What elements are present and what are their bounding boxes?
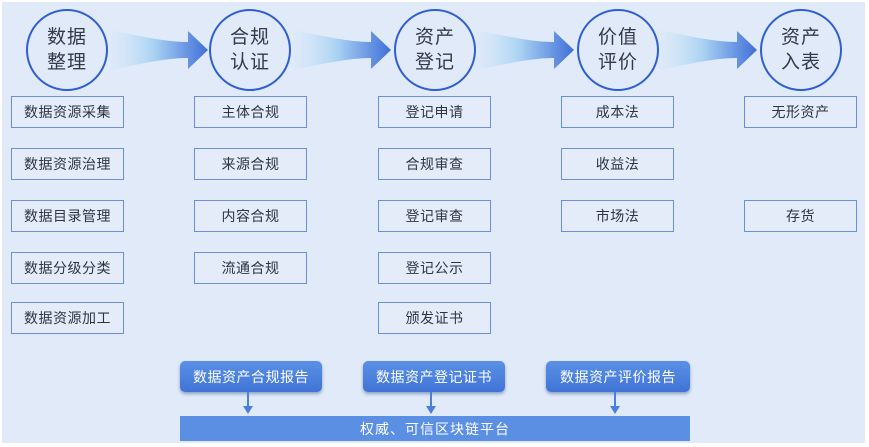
step-box: 登记审查 — [378, 200, 491, 232]
stage-circle-data-organize: 数据 整理 — [26, 9, 108, 91]
step-box: 登记申请 — [378, 96, 491, 128]
arrow-down-icon — [243, 392, 253, 414]
step-box: 无形资产 — [744, 96, 857, 128]
arrow-right-icon — [476, 30, 574, 70]
step-box: 合规审查 — [378, 148, 491, 180]
step-box: 主体合规 — [194, 96, 307, 128]
step-box: 颁发证书 — [378, 302, 491, 334]
step-box: 登记公示 — [378, 252, 491, 284]
registration-certificate-button[interactable]: 数据资产登记证书 — [363, 361, 505, 392]
step-box: 数据分级分类 — [11, 252, 124, 284]
evaluation-report-button[interactable]: 数据资产评价报告 — [546, 361, 690, 392]
arrow-down-icon — [610, 392, 620, 414]
compliance-report-button[interactable]: 数据资产合规报告 — [180, 361, 322, 392]
stage-circle-asset-booking: 资产 入表 — [760, 9, 842, 91]
step-box: 存货 — [744, 200, 857, 232]
step-box: 流通合规 — [194, 252, 307, 284]
step-box: 内容合规 — [194, 200, 307, 232]
stage-title-line1: 资产 — [414, 26, 455, 48]
arrow-right-icon — [110, 30, 208, 70]
stage-title-line2: 入表 — [780, 51, 821, 73]
platform-label: 权威、可信区块链平台 — [360, 421, 510, 438]
step-box: 数据资源加工 — [11, 302, 124, 334]
step-box: 来源合规 — [194, 148, 307, 180]
blockchain-platform-bar: 权威、可信区块链平台 — [180, 416, 690, 441]
step-box: 收益法 — [561, 148, 674, 180]
stage-title-line2: 认证 — [229, 51, 270, 73]
stage-title-line2: 整理 — [46, 51, 87, 73]
arrow-right-icon — [659, 30, 757, 70]
stage-title-line2: 登记 — [414, 51, 455, 73]
stage-title-line1: 合规 — [229, 26, 270, 48]
stage-circle-value-evaluation: 价值 评价 — [577, 9, 659, 91]
step-box: 成本法 — [561, 96, 674, 128]
step-box: 数据资源治理 — [11, 148, 124, 180]
step-box: 市场法 — [561, 200, 674, 232]
stage-title-line1: 资产 — [780, 26, 821, 48]
stage-title-line2: 评价 — [597, 51, 638, 73]
stage-title-line1: 数据 — [46, 26, 87, 48]
arrow-right-icon — [293, 30, 391, 70]
stage-title-line1: 价值 — [597, 26, 638, 48]
stage-circle-compliance-cert: 合规 认证 — [209, 9, 291, 91]
step-box: 数据目录管理 — [11, 200, 124, 232]
stage-circle-asset-registration: 资产 登记 — [394, 9, 476, 91]
arrow-down-icon — [426, 392, 436, 414]
step-box: 数据资源采集 — [11, 96, 124, 128]
